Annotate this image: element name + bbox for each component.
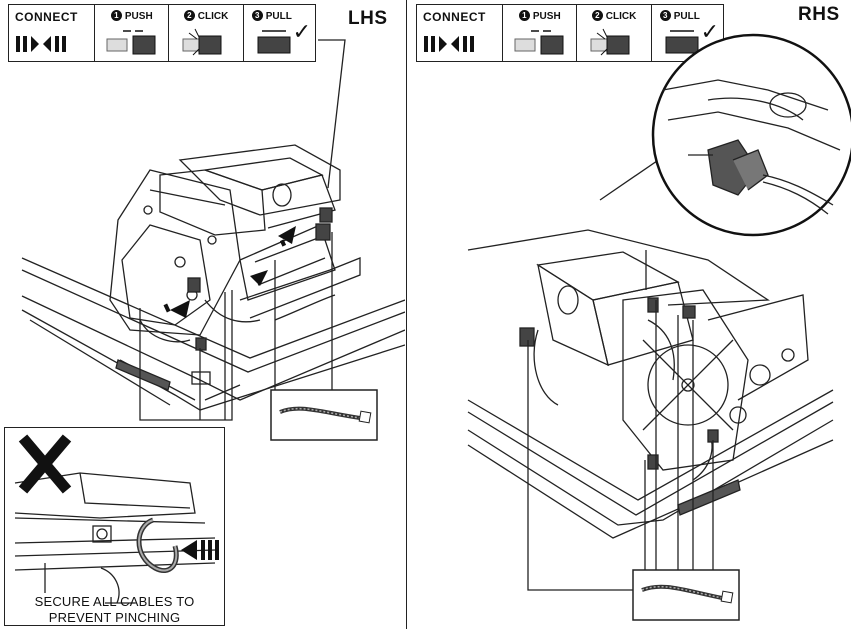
connector-pull-icon xyxy=(257,30,291,54)
connector-click-icon xyxy=(590,28,630,56)
connector-push-icon xyxy=(106,30,156,55)
pinching-diagram xyxy=(14,434,219,604)
connector-push-icon xyxy=(514,30,564,55)
connect-arrows-icon xyxy=(16,36,66,52)
cable-tie-box-lhs xyxy=(270,389,378,441)
connect-label: CONNECT xyxy=(15,10,78,24)
rhs-label: RHS xyxy=(798,4,840,25)
check-icon: ✓ xyxy=(292,19,312,44)
inset-caption-line1: SECURE ALL CABLES TO xyxy=(34,594,195,609)
check-icon: ✓ xyxy=(700,19,720,44)
panel-divider xyxy=(406,0,407,629)
connect-cell: CONNECT xyxy=(417,5,504,61)
inset-caption-line2: PREVENT PINCHING xyxy=(48,610,181,625)
lhs-label: LHS xyxy=(348,8,388,29)
rhs-motor-assembly-drawing xyxy=(467,33,851,621)
cable-pinching-warning-inset: SECURE ALL CABLES TO PREVENT PINCHING xyxy=(4,427,225,626)
cable-tie-box-rhs xyxy=(632,569,740,621)
connector-click-icon xyxy=(182,28,222,56)
connect-arrows-icon xyxy=(424,36,474,52)
connect-cell: CONNECT xyxy=(9,5,96,61)
lhs-motor-assembly-drawing xyxy=(21,39,405,441)
connector-detail-magnifier xyxy=(651,33,851,237)
connect-label: CONNECT xyxy=(423,10,486,24)
connector-pull-icon xyxy=(665,30,699,54)
